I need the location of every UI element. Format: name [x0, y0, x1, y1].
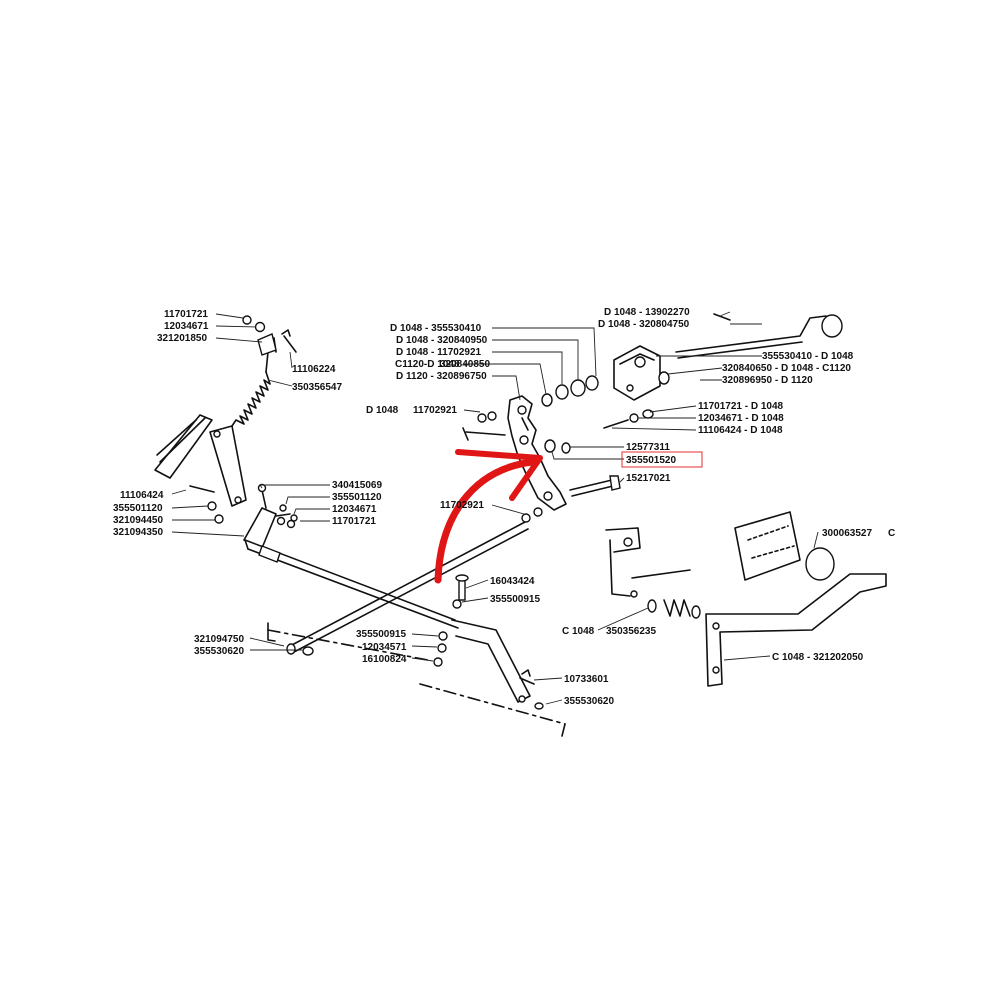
label-12034671-b: 12034671	[332, 504, 377, 515]
label-11702921-a: D 1048 - 11702921	[396, 347, 482, 358]
part-labels: 11701721 12034671 321201850 11106224 350…	[113, 307, 895, 707]
pedal-drawing	[605, 511, 887, 687]
label-355530620-b: 355530620	[564, 696, 614, 707]
label-320840850: 320840850	[440, 359, 490, 370]
label-c: C	[888, 528, 895, 539]
highlight-arrow	[434, 449, 543, 584]
label-12034571: 12034571	[362, 642, 407, 653]
knob-icon	[821, 314, 843, 338]
label-340415069: 340415069	[332, 480, 382, 491]
pedal-knob-icon	[805, 547, 835, 581]
label-12034671-c: 12034671 - D 1048	[698, 413, 784, 424]
label-350356235: 350356235	[606, 626, 656, 637]
label-11106224: 11106224	[292, 364, 336, 375]
label-355501120-b: 355501120	[332, 492, 382, 503]
label-11701721-a: 11701721	[164, 309, 208, 320]
label-355500915-a: 355500915	[490, 594, 540, 605]
label-16100824: 16100824	[362, 654, 407, 665]
label-320840650: 320840650 - D 1048 - C1120	[722, 363, 851, 374]
label-10733601: 10733601	[564, 674, 609, 685]
label-321094450: 321094450	[113, 515, 163, 526]
label-350356547: 350356547	[292, 382, 342, 393]
highlight-box	[621, 451, 703, 468]
label-320896750: D 1120 - 320896750	[396, 371, 487, 382]
label-11106424: 11106424	[120, 490, 164, 501]
label-11106424-b: 11106424 - D 1048	[698, 425, 783, 436]
nut-icon	[254, 321, 266, 333]
label-320896950: 320896950 - D 1120	[722, 375, 813, 386]
label-11702921-b: 11702921	[413, 405, 457, 416]
label-321094750: 321094750	[194, 634, 244, 645]
label-12034671-a: 12034671	[164, 321, 209, 332]
label-355501120-a: 355501120	[113, 503, 163, 514]
label-321202050: C 1048 - 321202050	[772, 652, 864, 663]
label-355500915-b: 355500915	[356, 629, 406, 640]
left-linkage-drawing	[154, 315, 298, 549]
label-321201850: 321201850	[157, 333, 207, 344]
label-11701721-b: 11701721	[332, 516, 376, 527]
label-16043424: 16043424	[490, 576, 535, 587]
leader-lines	[171, 311, 819, 705]
cross-shafts-drawing	[244, 521, 566, 737]
label-320840950: D 1048 - 320840950	[396, 335, 488, 346]
label-320804750: D 1048 - 320804750	[598, 319, 690, 330]
label-c1120-d1048: C1120-D 1048	[395, 359, 460, 370]
upper-right-bracket-drawing	[603, 313, 843, 429]
label-11701721-c: 11701721 - D 1048	[698, 401, 784, 412]
label-355530410-b: 355530410 - D 1048	[762, 351, 854, 362]
label-13902270: D 1048 - 13902270	[604, 307, 690, 318]
label-355530410-a: D 1048 - 355530410	[390, 323, 482, 334]
label-15217021: 15217021	[626, 473, 671, 484]
label-321094350: 321094350	[113, 527, 163, 538]
label-11702921-c: 11702921	[440, 500, 484, 511]
label-c1048: C 1048	[562, 626, 595, 637]
washer-icon	[242, 315, 252, 325]
label-12577311: 12577311	[626, 442, 670, 453]
label-300063527: 300063527	[822, 528, 872, 539]
label-355501520: 355501520	[626, 455, 676, 466]
label-355530620-a: 355530620	[194, 646, 244, 657]
label-d1048: D 1048	[366, 405, 399, 416]
bell-crank-drawing	[462, 375, 621, 523]
